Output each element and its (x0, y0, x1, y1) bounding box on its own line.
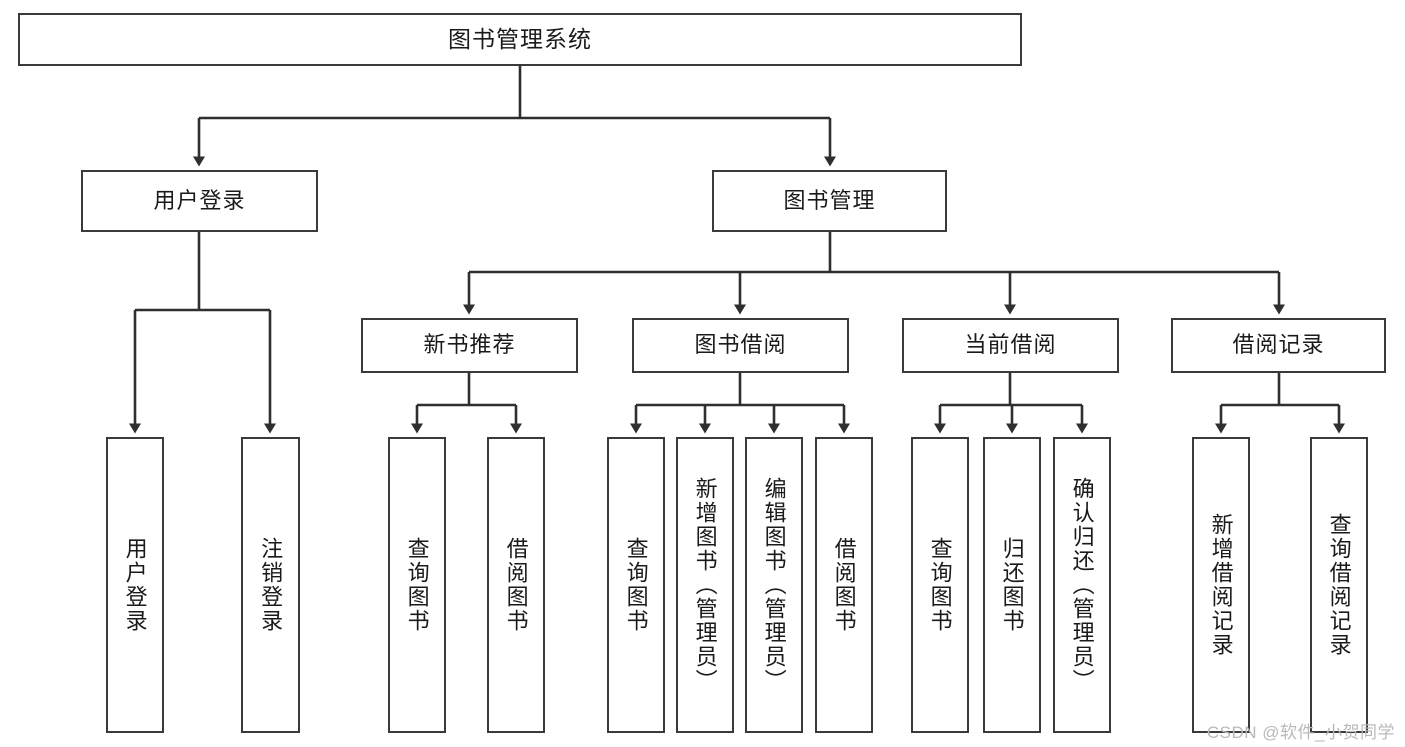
node-label: 借阅记录 (1232, 332, 1325, 358)
node-leaf-logout-login[interactable]: 注销登录 (241, 437, 300, 733)
node-leaf-query-record[interactable]: 查询借阅记录 (1310, 437, 1368, 733)
node-label: 注销登录 (258, 537, 284, 633)
node-label: 新书推荐 (423, 332, 516, 358)
node-leaf-edit-book[interactable]: 编辑图书（管理员） (745, 437, 803, 733)
watermark-text: CSDN @软件_小贺同学 (1206, 723, 1395, 742)
node-user-login[interactable]: 用户登录 (81, 170, 318, 232)
node-leaf-query-book-1[interactable]: 查询图书 (388, 437, 446, 733)
node-leaf-query-book-3[interactable]: 查询图书 (911, 437, 969, 733)
node-root-system[interactable]: 图书管理系统 (18, 13, 1022, 66)
node-book-borrow[interactable]: 图书借阅 (632, 318, 849, 373)
node-label: 图书借阅 (694, 332, 787, 358)
node-book-manage[interactable]: 图书管理 (712, 170, 947, 232)
node-label: 当前借阅 (964, 332, 1057, 358)
node-label: 确认归还（管理员） (1069, 477, 1095, 693)
node-label: 新增借阅记录 (1208, 513, 1234, 657)
node-label: 查询借阅记录 (1326, 513, 1352, 657)
node-borrow-record[interactable]: 借阅记录 (1171, 318, 1386, 373)
node-new-book-recommend[interactable]: 新书推荐 (361, 318, 578, 373)
node-label: 借阅图书 (831, 537, 857, 633)
node-current-borrow[interactable]: 当前借阅 (902, 318, 1119, 373)
node-leaf-borrow-book-1[interactable]: 借阅图书 (487, 437, 545, 733)
node-label: 查询图书 (404, 537, 430, 633)
node-label: 归还图书 (999, 537, 1025, 633)
node-label: 用户登录 (122, 537, 148, 633)
node-leaf-add-record[interactable]: 新增借阅记录 (1192, 437, 1250, 733)
node-label: 查询图书 (623, 537, 649, 633)
node-leaf-query-book-2[interactable]: 查询图书 (607, 437, 665, 733)
node-leaf-user-login[interactable]: 用户登录 (106, 437, 164, 733)
node-label: 查询图书 (927, 537, 953, 633)
node-label: 用户登录 (153, 187, 246, 213)
node-label: 编辑图书（管理员） (761, 477, 787, 693)
node-leaf-confirm-return[interactable]: 确认归还（管理员） (1053, 437, 1111, 733)
node-label: 新增图书（管理员） (692, 477, 718, 693)
node-leaf-return-book[interactable]: 归还图书 (983, 437, 1041, 733)
node-leaf-borrow-book-2[interactable]: 借阅图书 (815, 437, 873, 733)
node-label: 借阅图书 (503, 537, 529, 633)
node-label: 图书管理 (783, 187, 876, 213)
node-leaf-add-book[interactable]: 新增图书（管理员） (676, 437, 734, 733)
node-label: 图书管理系统 (448, 25, 592, 52)
